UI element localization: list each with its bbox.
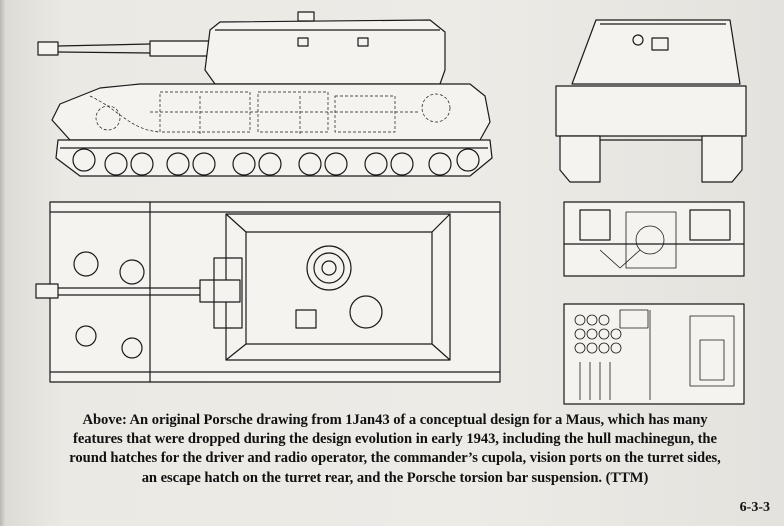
cross-section-drawing xyxy=(563,201,745,277)
page-number: 6-3-3 xyxy=(739,500,770,515)
binding-shadow xyxy=(0,0,6,526)
figure-caption: Above: An original Porsche drawing from … xyxy=(12,411,778,488)
technical-drawings xyxy=(35,11,747,405)
caption-line: features that were dropped during the de… xyxy=(73,431,717,448)
front-view-drawing xyxy=(555,19,747,183)
caption-line: Above: An original Porsche drawing from … xyxy=(82,412,708,428)
caption-line: an escape hatch on the turret rear, and … xyxy=(141,469,649,486)
rear-section-drawing xyxy=(563,303,745,405)
top-view-drawing xyxy=(35,201,501,383)
caption-line: round hatches for the driver and radio o… xyxy=(69,450,721,467)
side-view-drawing xyxy=(37,11,493,177)
